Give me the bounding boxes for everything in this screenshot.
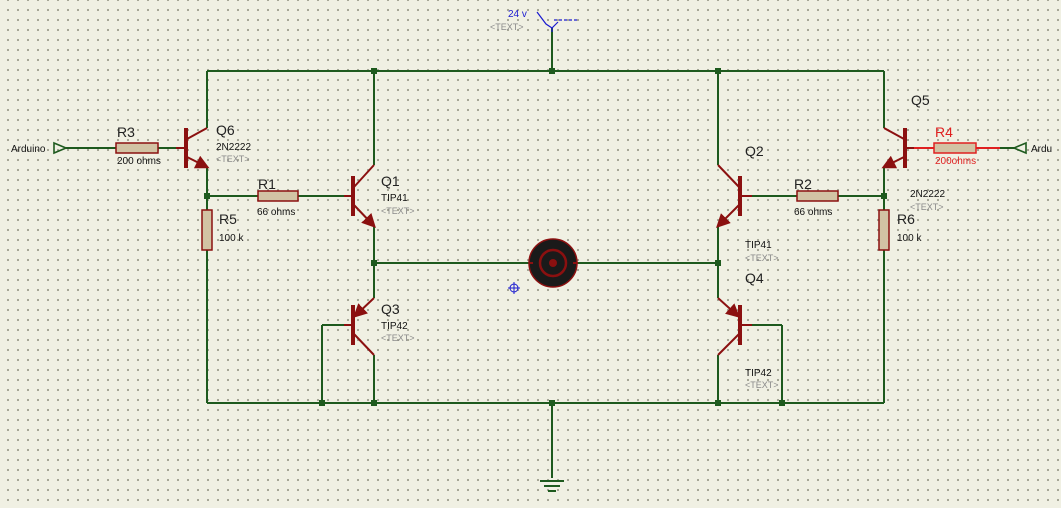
- ground-symbol[interactable]: [540, 480, 564, 492]
- transistor-q3[interactable]: Q3 TIP42 <TEXT>: [344, 297, 415, 356]
- r6-ref: R6: [897, 211, 915, 227]
- origin-marker-icon: [508, 282, 520, 294]
- arduino-port-left-label: Arduino: [11, 144, 46, 155]
- r2-value: 66 ohms: [794, 207, 832, 218]
- q1-value: TIP41: [381, 193, 408, 204]
- r3-ref: R3: [117, 124, 135, 140]
- q1-text: <TEXT>: [381, 206, 415, 216]
- r2-ref: R2: [794, 176, 812, 192]
- r5-ref: R5: [219, 211, 237, 227]
- q6-text: <TEXT>: [216, 154, 250, 164]
- r1-value: 66 ohms: [257, 207, 295, 218]
- power-label: 24 v: [508, 9, 527, 20]
- r4-ref: R4: [935, 124, 953, 140]
- q1-ref: Q1: [381, 173, 400, 189]
- transistor-q2[interactable]: Q2 TIP41 <TEXT>: [716, 143, 779, 263]
- resistor-r2[interactable]: R2 66 ohms: [794, 176, 839, 218]
- q3-text: <TEXT>: [381, 333, 415, 343]
- r3-value: 200 ohms: [117, 156, 161, 167]
- transistor-q1[interactable]: Q1 TIP41 <TEXT>: [344, 164, 415, 229]
- power-terminal[interactable]: 24 v <TEXT>: [490, 9, 578, 32]
- q5-value: 2N2222: [910, 189, 945, 200]
- q4-ref: Q4: [745, 270, 764, 286]
- q2-text: <TEXT>: [745, 253, 779, 263]
- resistor-r5[interactable]: R5 100 k: [201, 209, 244, 251]
- motor[interactable]: [528, 238, 578, 288]
- arduino-port-left[interactable]: Arduino: [11, 141, 69, 155]
- transistor-q4[interactable]: Q4 TIP42 <TEXT>: [717, 270, 779, 390]
- q4-value: TIP42: [745, 368, 772, 379]
- q6-value: 2N2222: [216, 142, 251, 153]
- q2-ref: Q2: [745, 143, 764, 159]
- q3-ref: Q3: [381, 301, 400, 317]
- resistor-r3[interactable]: R3 200 ohms: [115, 124, 161, 167]
- q5-text: <TEXT>: [910, 202, 944, 212]
- r1-ref: R1: [258, 176, 276, 192]
- q6-ref: Q6: [216, 122, 235, 138]
- r4-value: 200ohms: [935, 156, 976, 167]
- resistor-r4[interactable]: R4 200ohms: [933, 124, 977, 167]
- q4-text: <TEXT>: [745, 380, 779, 390]
- arduino-port-right-label: Ardu: [1031, 144, 1052, 155]
- q3-value: TIP42: [381, 321, 408, 332]
- junctions: [204, 68, 887, 406]
- r6-value: 100 k: [897, 233, 922, 244]
- q2-value: TIP41: [745, 240, 772, 251]
- arduino-port-right[interactable]: Ardu: [1011, 141, 1052, 155]
- r5-value: 100 k: [219, 233, 244, 244]
- resistor-r1[interactable]: R1 66 ohms: [257, 176, 299, 218]
- resistor-r6[interactable]: R6 100 k: [878, 209, 922, 251]
- transistor-q5[interactable]: Q5 2N2222 <TEXT>: [881, 92, 945, 212]
- transistor-q6[interactable]: Q6 2N2222 <TEXT>: [176, 122, 251, 169]
- power-text: <TEXT>: [490, 22, 524, 32]
- q5-ref: Q5: [911, 92, 930, 108]
